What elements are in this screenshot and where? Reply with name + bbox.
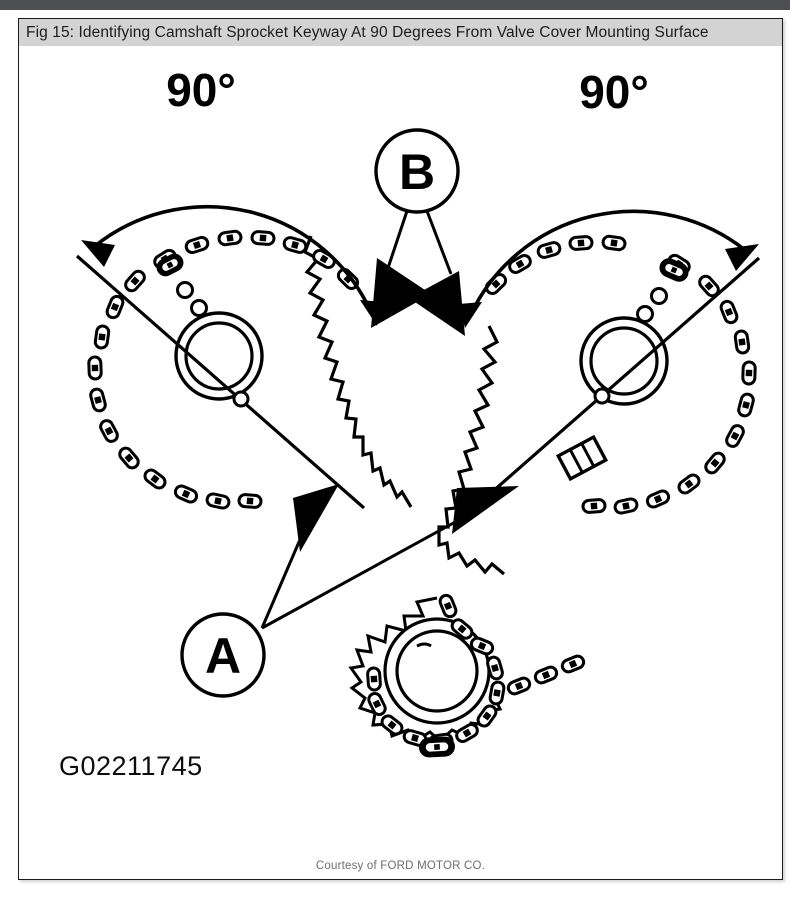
callout-a-label: A: [205, 628, 241, 684]
callout-b-leader-right: [425, 210, 453, 275]
timing-chain-diagram: 90°: [75, 64, 761, 758]
callout-b: B: [371, 128, 465, 336]
part-number-label: G02211745: [59, 751, 203, 781]
left-arc-arrowhead: [81, 240, 115, 267]
callout-a-arrowhead-left: [293, 484, 339, 552]
left-marked-chain-link: [156, 253, 184, 277]
left-keyway-axis: [75, 254, 366, 510]
callout-b-arrowhead-left: [371, 258, 431, 328]
callout-b-circle: [374, 128, 460, 214]
right-arc-arrowhead: [459, 302, 482, 328]
left-chain-pin-hole: [176, 281, 194, 299]
right-angle-arc: [469, 209, 747, 315]
left-camshaft-sprocket: [75, 204, 413, 511]
callout-a-arrowhead-right: [452, 486, 519, 534]
left-angle-label: 90°: [166, 64, 236, 116]
crank-keyway-notch: [416, 642, 432, 648]
right-keyway-axis: [465, 256, 761, 516]
valve-cover-mounting-surface-marker: [555, 434, 609, 482]
callout-b-label: B: [399, 144, 435, 200]
left-dowel-hole: [190, 299, 208, 317]
callout-b-leader-left: [385, 210, 409, 272]
crankshaft-sprocket: [348, 592, 587, 758]
figure-frame: Fig 15: Identifying Camshaft Sprocket Ke…: [18, 18, 783, 880]
right-marked-chain-link: [659, 258, 689, 282]
left-hub-inner: [184, 321, 254, 391]
right-timing-chain: [482, 234, 757, 516]
figure-caption: Fig 15: Identifying Camshaft Sprocket Ke…: [19, 19, 782, 46]
left-sprocket-teeth: [303, 235, 413, 508]
right-camshaft-sprocket: [437, 209, 761, 576]
courtesy-note: Courtesy of FORD MOTOR CO.: [315, 860, 486, 872]
callout-a: A: [180, 484, 519, 698]
right-dowel-hole: [636, 305, 654, 323]
callout-b-arrowhead-right: [409, 271, 465, 336]
right-keyway-marker: [593, 387, 611, 405]
callout-a-circle: [180, 612, 266, 698]
right-angle-label: 90°: [579, 66, 649, 118]
crank-hub-inner: [395, 629, 479, 713]
left-keyway-marker: [232, 390, 250, 408]
diagram-area: 90°: [19, 46, 782, 881]
right-hub-inner: [589, 326, 659, 396]
crank-timing-chain: [365, 592, 587, 758]
browser-top-bar: [0, 0, 790, 10]
left-timing-chain: [87, 229, 362, 511]
left-angle-arc: [93, 204, 373, 313]
crank-marked-chain-link: [419, 736, 455, 758]
right-arc-arrowhead-end: [725, 244, 759, 271]
right-chain-pin-hole: [650, 287, 668, 305]
right-sprocket-teeth: [437, 325, 506, 576]
